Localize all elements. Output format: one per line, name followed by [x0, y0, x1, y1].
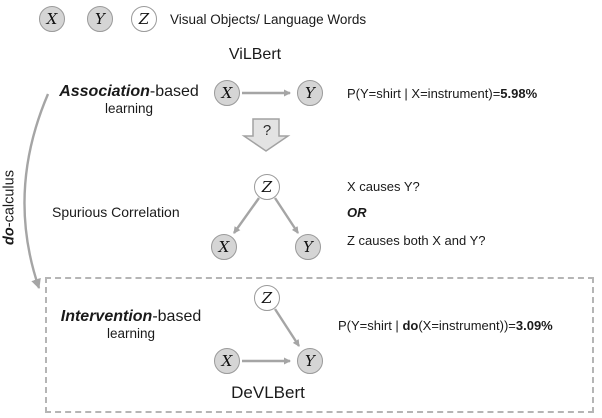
- do-calculus-label: do-calculus: [1, 170, 18, 245]
- question-or: OR: [347, 205, 367, 220]
- question-line1: X causes Y?: [347, 179, 420, 194]
- spurious-node-x: X: [211, 234, 237, 260]
- question-block-arrow: [241, 118, 291, 152]
- association-heading: Association-based learning: [50, 83, 208, 116]
- association-node-x: X: [214, 80, 240, 106]
- legend-node-z: Z: [131, 6, 157, 32]
- spurious-correlation-label: Spurious Correlation: [52, 204, 180, 220]
- intervention-node-z: Z: [254, 285, 280, 311]
- devlbert-title: DeVLBert: [231, 383, 305, 402]
- intervention-node-y: Y: [297, 348, 323, 374]
- spurious-node-z: Z: [254, 174, 280, 200]
- intervention-heading: Intervention-based learning: [52, 308, 210, 341]
- arrow-intervention-z-to-y: [273, 308, 301, 347]
- association-heading-line2: learning: [104, 101, 154, 116]
- intervention-heading-line1: Intervention-based: [60, 308, 202, 325]
- legend-node-x: X: [39, 6, 65, 32]
- question-line2: Z causes both X and Y?: [347, 233, 486, 248]
- legend-node-y: Y: [87, 6, 113, 32]
- legend-caption: Visual Objects/ Language Words: [170, 12, 367, 27]
- question-mark-label: ?: [262, 122, 272, 139]
- spurious-node-y: Y: [295, 234, 321, 260]
- intervention-heading-line2: learning: [106, 326, 156, 341]
- vilbert-title: ViLBert: [228, 46, 282, 63]
- arrow-spurious-z-to-y: [273, 197, 300, 234]
- association-node-y: Y: [297, 80, 323, 106]
- association-heading-line1: Association-based: [59, 83, 199, 100]
- association-probability: P(Y=shirt | X=instrument)=5.98%: [347, 86, 538, 101]
- intervention-probability: P(Y=shirt | do(X=instrument))=3.09%: [338, 318, 553, 333]
- intervention-node-x: X: [214, 348, 240, 374]
- arrow-spurious-z-to-x: [233, 197, 260, 234]
- arrow-do-calculus-curve: [23, 93, 50, 289]
- intervention-dashed-box: [45, 277, 594, 413]
